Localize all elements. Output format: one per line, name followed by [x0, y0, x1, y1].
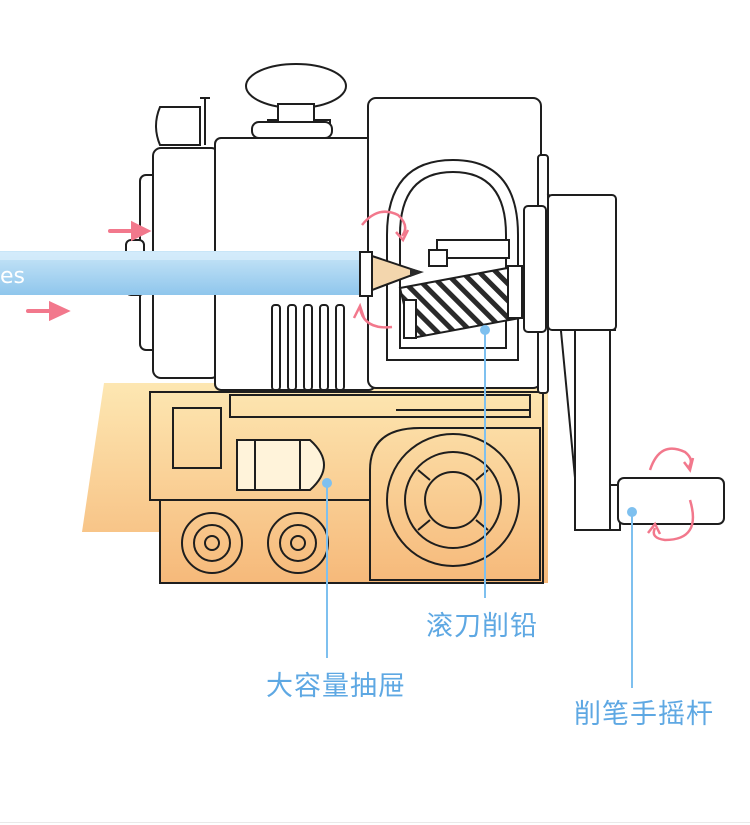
drawer — [160, 394, 541, 581]
roller-blade-callout: 滚刀削铅 — [426, 611, 538, 642]
drawer-callout: 大容量抽屉 — [266, 671, 406, 702]
sharpener-body — [214, 63, 549, 394]
roller-blade — [398, 239, 523, 340]
pencil: es — [0, 251, 424, 297]
bottom-divider — [0, 822, 750, 823]
pencil-brand-text: es — [0, 264, 25, 289]
pink-rotate-arrow-icon — [352, 210, 695, 542]
pencil-clamp — [125, 97, 220, 379]
hand-crank-callout: 削笔手摇杆 — [574, 699, 714, 730]
callout-leader-lines — [322, 325, 637, 688]
hand-crank — [546, 193, 725, 531]
pink-push-arrow-icon — [26, 220, 152, 322]
